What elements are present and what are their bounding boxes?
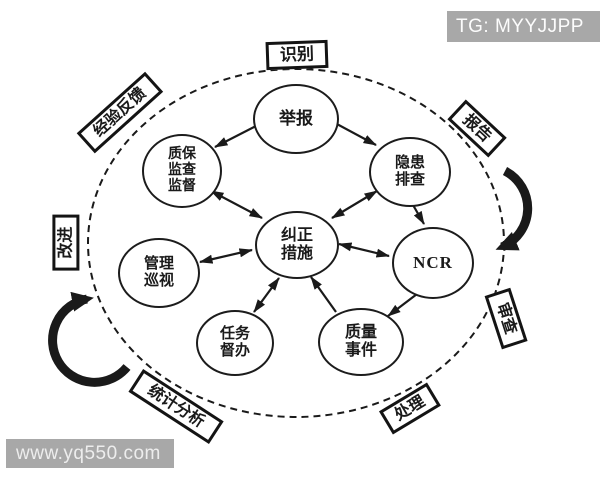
node-report-label: 举报: [279, 109, 313, 129]
node-report: 举报: [253, 84, 339, 154]
cycle-arrow-right: [495, 167, 533, 252]
node-corrective-action: 纠正 措施: [255, 211, 339, 279]
edge-quality-event-to-corrective: [310, 276, 337, 313]
edge-hazard-corrective: [331, 190, 378, 219]
node-corrective-action-line2: 措施: [280, 245, 313, 262]
node-qa-supervision-line1: 质保: [168, 147, 196, 163]
node-management-patrol-line1: 管理: [143, 256, 174, 273]
node-hazard-screening-line1: 隐患: [394, 155, 425, 172]
node-management-patrol: 管理 巡视: [118, 238, 200, 308]
stage-improve: 改进: [52, 214, 80, 271]
edge-hazard-to-ncr: [412, 204, 425, 225]
edge-mgmt-corrective: [199, 248, 253, 264]
node-ncr: NCR: [392, 227, 474, 299]
node-task-supervision: 任务 督办: [196, 310, 274, 376]
watermark-website: www.yq550.com: [6, 439, 174, 468]
node-qa-supervision-line2: 监查: [168, 163, 196, 179]
node-corrective-action-line1: 纠正: [280, 227, 313, 245]
edge-ncr-to-quality-event: [387, 293, 418, 317]
edge-ncr-corrective: [338, 242, 390, 258]
edge-qa-corrective: [210, 190, 263, 219]
edge-task-corrective: [253, 277, 280, 313]
node-quality-event-line1: 质量: [344, 324, 377, 342]
node-quality-event-line2: 事件: [344, 342, 377, 359]
node-management-patrol-line2: 巡视: [143, 273, 174, 289]
node-quality-event: 质量 事件: [318, 308, 404, 376]
watermark-telegram: TG: MYYJJPP: [447, 11, 600, 42]
node-task-supervision-line1: 任务: [219, 326, 250, 343]
node-qa-supervision-line3: 监督: [168, 178, 196, 194]
node-hazard-screening: 隐患 排查: [369, 137, 451, 207]
edge-report-to-hazard: [334, 122, 377, 146]
edge-report-to-qa: [214, 125, 257, 148]
node-task-supervision-line2: 督办: [219, 343, 250, 359]
stage-identify: 识别: [265, 39, 329, 71]
node-hazard-screening-line2: 排查: [394, 172, 425, 188]
node-ncr-label: NCR: [413, 253, 453, 273]
node-qa-supervision: 质保 监查 监督: [142, 134, 222, 208]
cycle-arrow-left: [48, 291, 131, 387]
